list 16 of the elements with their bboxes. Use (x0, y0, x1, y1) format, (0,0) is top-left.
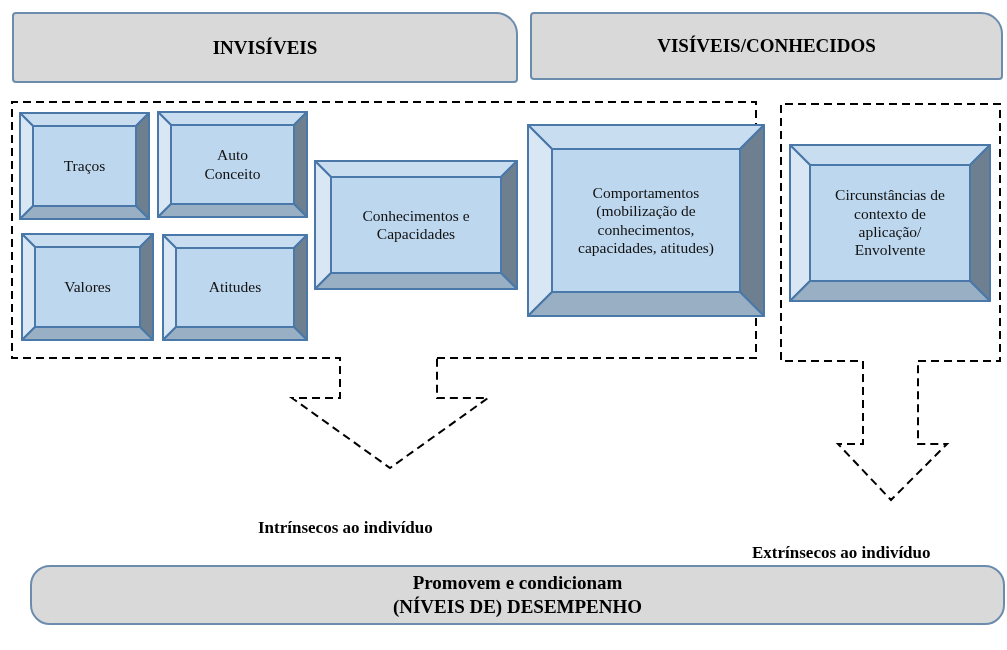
box-label: Traços (63, 156, 106, 176)
banner-title: Promovem e condicionam (NÍVEIS DE) DESEMPENHO (391, 571, 644, 619)
header-banner (12, 12, 518, 83)
box-label: Valores (64, 277, 111, 297)
dashed-block-arrow (781, 104, 1001, 501)
result-banner (30, 565, 1005, 625)
box-label: Comportamentos (mobilização de conhecimentos, capacidades, atitudes) (577, 183, 715, 258)
box-label: Conhecimentos e Capacidades (361, 206, 471, 244)
box-label: Atitudes (208, 278, 262, 297)
arrow-caption: Extrínsecos ao indivíduo (752, 543, 931, 563)
banner-title: VISÍVEIS/CONHECIDOS (657, 35, 876, 57)
banner-title: INVISÍVEIS (212, 36, 318, 59)
header-banner (530, 12, 1003, 80)
box-label: Auto Conceito (203, 146, 262, 183)
arrow-caption: Intrínsecos ao indivíduo (258, 518, 433, 538)
box-label: Circunstâncias de contexto de aplicação/ Envolvente (834, 186, 946, 260)
